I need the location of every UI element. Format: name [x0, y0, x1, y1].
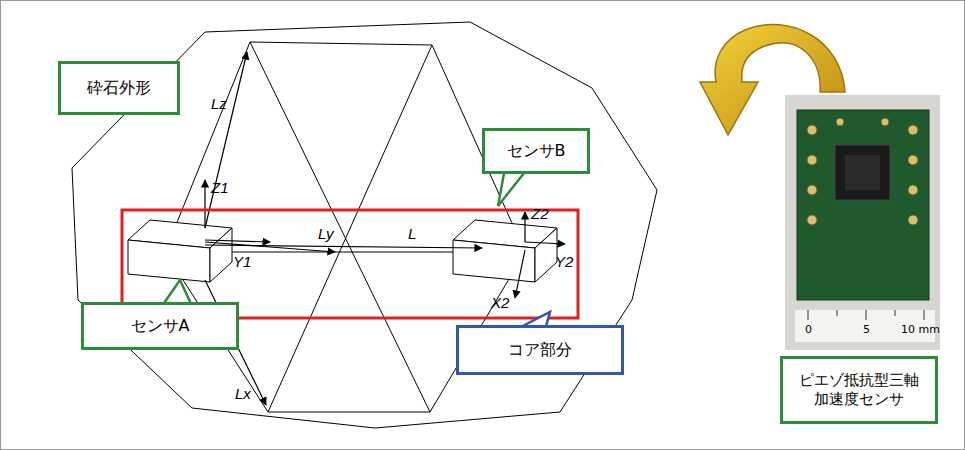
- callout-text: センサA: [131, 316, 190, 337]
- scale-number: 0: [805, 324, 812, 336]
- caption-box: ピエゾ抵抗型三軸 加速度センサ: [780, 356, 938, 424]
- callout-text: センサB: [507, 141, 566, 162]
- axis-label: Z2: [531, 206, 549, 223]
- axis-label: Z1: [211, 180, 229, 197]
- axis-label: X2: [491, 295, 509, 312]
- callout-box: 砕石外形: [58, 61, 180, 115]
- callout-box: センサB: [482, 128, 590, 174]
- scale-number: 5: [863, 324, 870, 336]
- axis-label: Ly: [318, 226, 334, 243]
- axis-label: Lx: [235, 386, 251, 403]
- axis-label: Lz: [211, 96, 227, 113]
- callout-box: センサA: [81, 302, 239, 350]
- callout-text: コア部分: [508, 340, 572, 361]
- callout-box: コア部分: [456, 325, 624, 375]
- axis-label: Y2: [555, 254, 573, 271]
- callout-text: 砕石外形: [87, 78, 151, 99]
- callout-text: ピエゾ抵抗型三軸 加速度センサ: [793, 371, 925, 410]
- axis-label: Y1: [233, 254, 251, 271]
- axis-label: L: [408, 226, 416, 243]
- scale-unit: 10 mm: [901, 324, 940, 336]
